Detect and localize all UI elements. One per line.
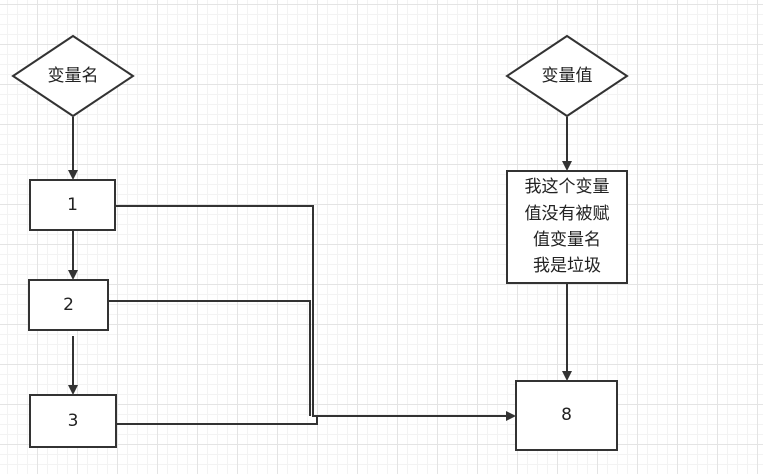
process-box-8[interactable] [515, 380, 618, 451]
process-box-1[interactable] [29, 179, 116, 231]
connector-1-to-8 [116, 205, 516, 421]
decision-var-name[interactable] [11, 34, 135, 118]
decision-var-value[interactable] [505, 34, 629, 118]
connector-3-to-8 [117, 416, 318, 425]
process-box-3[interactable] [29, 394, 117, 448]
process-box-garbage[interactable] [506, 170, 628, 284]
process-box-2[interactable] [28, 279, 109, 331]
connector-2-to-8 [108, 300, 311, 416]
